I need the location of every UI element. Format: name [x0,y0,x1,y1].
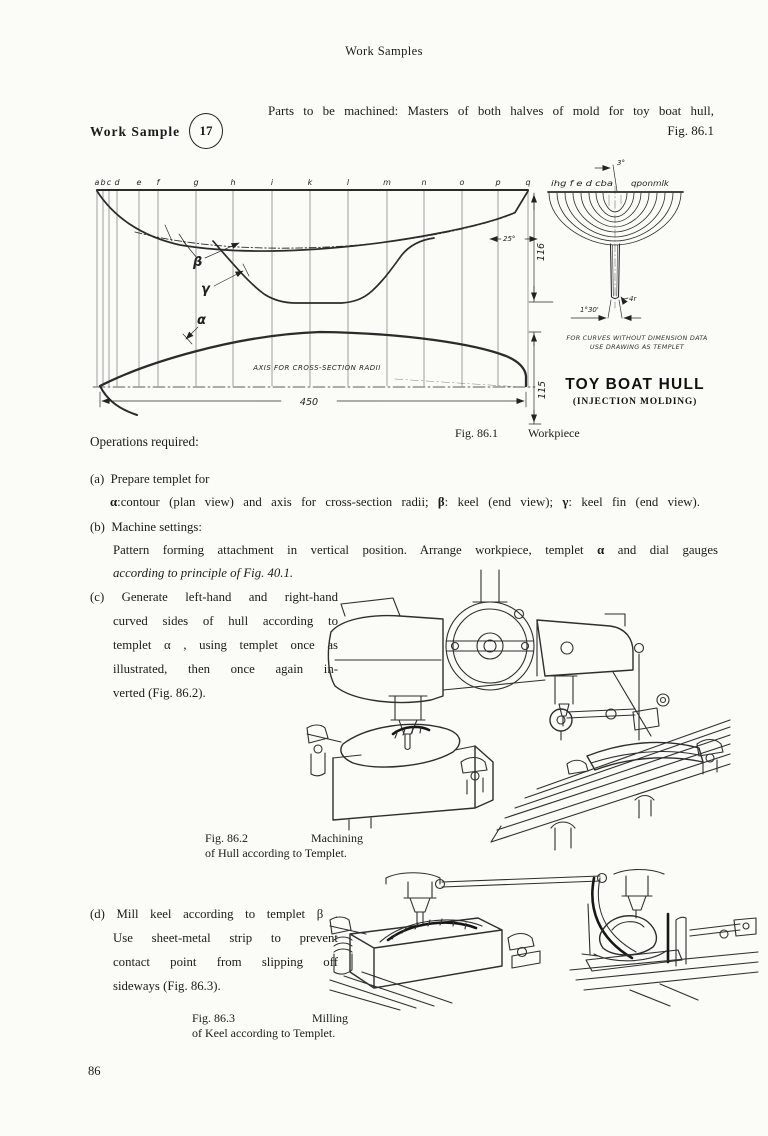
gamma-label: γ [201,282,211,297]
caption-fig-number: Fig. 86.1 [455,426,499,440]
operation-tag: (a) [90,472,105,486]
operation-a-line1: (a) Prepare templet for [90,472,210,486]
end-view-letters-left: ihg f e d cba [551,179,613,188]
station-letter: f [157,178,161,187]
operation-d: (d) Mill keel according to templet β . U… [90,902,338,998]
milling-machine-head [327,569,634,751]
intro-block: Parts to be machined: Masters of both ha… [268,103,714,139]
deck-angle-dim: 3° [617,159,625,167]
drawing-subtitle: (INJECTION MOLDING) [573,396,697,407]
operation-a-line2: α:contour (plan view) and axis for cross… [110,495,700,509]
figure-86-3-illustration [329,868,759,1011]
height-dim: 116 [536,243,547,261]
templet-follower-fixture [569,868,759,1007]
operation-c-line: illustrated, then once again in- [113,662,338,676]
end-view: ihg f e d cba qponmlk 3° 4r 1°30' [547,159,684,321]
beta-label: β [192,255,202,270]
station-letter: h [230,178,235,187]
caption-title: Milling [311,1011,348,1025]
figure-86-2-caption: Fig. 86.2 Machining of Hull according to… [205,831,363,860]
operation-b-line1: (b) Machine settings: [90,520,202,534]
end-view-letters-right: qponmlk [631,179,669,188]
keel-taper-dim: 1°30' [580,306,599,314]
operation-tag: (b) [90,520,105,534]
operation-d-line: (d) Mill keel according to templet β . [90,907,339,921]
station-letter: n [421,178,426,187]
caption-line2: of Hull according to Templet. [205,845,347,860]
station-letter: l [347,178,350,187]
station-letter: a [95,178,100,187]
operation-c-line: curved sides of hull according to [113,614,338,628]
drawing-notes: FOR CURVES WITHOUT DIMENSION DATA USE DR… [565,334,707,407]
operation-tag: (d) [90,907,105,921]
station-letter: b [100,178,105,187]
hull-workpiece-block [332,723,494,831]
operation-tag: (c) [90,590,105,604]
figure-86-1-drawing: a b c d e f g h i k l m n o p q [92,159,707,425]
workpiece-clamps [306,724,488,795]
plan-view: AXIS FOR CROSS-SECTION RADII α 450 [92,313,536,416]
keel-radius-dim: 4r [629,295,637,303]
drawing-title: TOY BOAT HULL [565,376,705,393]
caption-title: Machining [311,831,363,845]
work-sample-number-badge: 17 [189,113,223,149]
vertical-dimensions: 116 115 [528,192,554,425]
intro-fig-ref: Fig. 86.1 [667,123,714,138]
operation-d-line: contact point from slipping off [113,955,338,969]
work-sample-label: Work Sample [90,124,181,139]
figure-86-1-caption: Fig. 86.1 Workpiece [455,426,580,441]
half-breadth-dim: 115 [537,381,548,399]
station-letters: a b c d e f g h i k l m n o p q [95,178,531,187]
operation-c-line: (c) Generate left-hand and right-hand [90,590,339,604]
station-letter: m [383,178,391,187]
machine-table [490,719,731,851]
axis-note: AXIS FOR CROSS-SECTION RADII [252,364,381,372]
station-grid: a b c d e f g h i k l m n o p q [95,178,531,387]
caption-line2: of Keel according to Templet. [192,1025,336,1040]
station-letter: g [193,178,198,187]
operation-b-line2: Pattern forming attachment in vertical p… [113,543,718,557]
templet-and-dial-gauge-stand [549,642,724,775]
page-number: 86 [88,1064,101,1078]
operation-c: (c) Generate left-hand and right-hand cu… [90,585,338,705]
station-letter: c [107,178,112,187]
figure-86-3-caption: Fig. 86.3 Milling of Keel according to T… [192,1011,348,1040]
intro-line: Parts to be machined: Masters of both ha… [268,103,714,118]
operation-b-line3: according to principle of Fig. 40.1. [113,566,294,580]
operation-c-line: verted (Fig. 86.2). [113,686,206,700]
alpha-label: α [197,313,206,328]
length-dim: 450 [300,397,318,408]
hull-block-with-keel-slot [329,916,541,1011]
caption-fig-number: Fig. 86.2 [205,831,249,845]
station-letter: i [271,178,274,187]
figure-86-2-illustration [306,569,731,851]
running-header: Work Samples [345,44,423,58]
station-letter: d [114,178,120,187]
operation-a: (a) Prepare templet for α:contour (plan … [90,468,700,514]
operation-d-line: sideways (Fig. 86.3). [113,979,221,993]
station-letter: e [137,178,142,187]
keel-milling-spindle [385,872,608,925]
station-letter: p [494,178,500,187]
templet-note-line2: USE DRAWING AS TEMPLET [590,343,685,351]
operation-b: (b) Machine settings: Pattern forming at… [90,516,718,585]
operations-heading: Operations required: [90,434,199,449]
caption-fig-number: Fig. 86.3 [192,1011,236,1025]
profile-view: β γ 25° [96,189,538,304]
station-letter: k [308,178,313,187]
work-sample-number: 17 [199,123,213,138]
templet-note-line1: FOR CURVES WITHOUT DIMENSION DATA [566,334,707,342]
caption-text: Workpiece [528,426,580,440]
transom-angle-dim: 25° [503,235,515,243]
station-letter: q [525,178,530,187]
station-letter: o [460,178,465,187]
operation-c-line: templet α , using templet once as [113,638,338,652]
operation-d-line: Use sheet-metal strip to prevent [113,931,338,945]
